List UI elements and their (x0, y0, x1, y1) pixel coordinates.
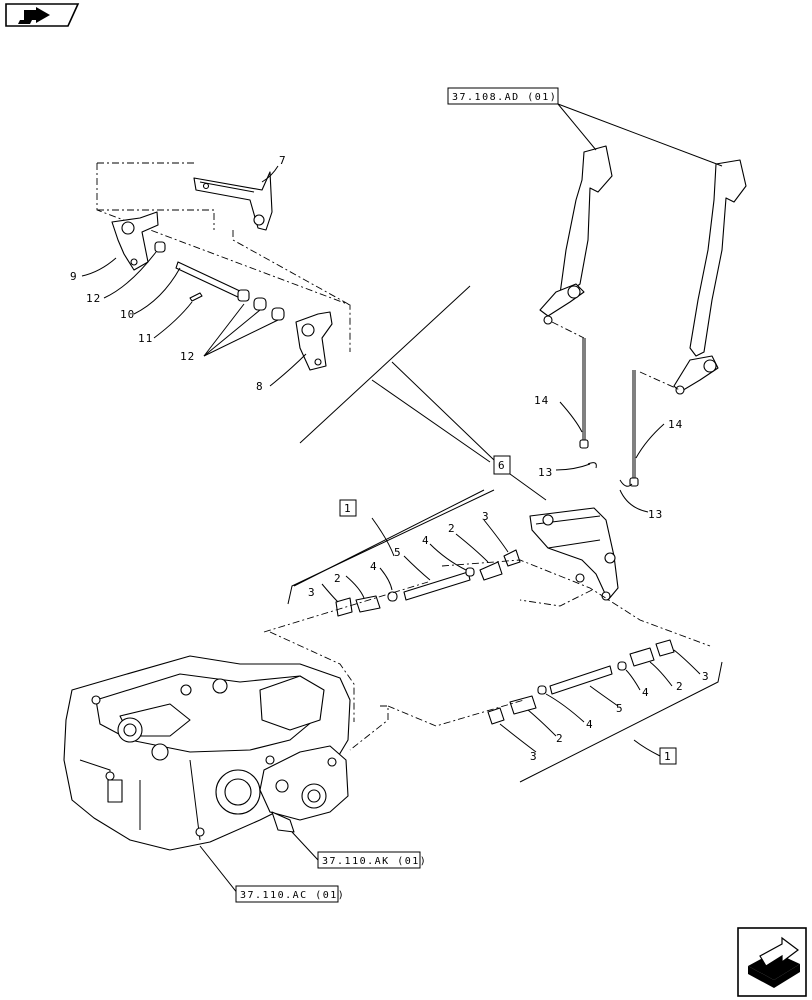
item-box-1-top: 1 (339, 499, 357, 517)
bushing (271, 307, 285, 321)
ref-box-valve[interactable]: 37.110.AK (01) (317, 851, 427, 869)
callout-9: 9 (70, 270, 78, 283)
item-box-6: 6 (493, 455, 511, 475)
callout-13b: 13 (648, 508, 663, 521)
ref-box-housing[interactable]: 37.110.AC (01) (235, 885, 345, 903)
svg-text:1: 1 (664, 750, 672, 763)
pedal-bracket (529, 507, 619, 601)
bushing (629, 647, 655, 667)
callout-14b: 14 (668, 418, 683, 431)
callout-numbers: 7 9 12 10 11 12 8 14 13 14 13 3 2 4 5 4 … (70, 154, 710, 763)
callout-14a: 14 (534, 394, 549, 407)
bushing (237, 289, 250, 302)
callout-4c: 4 (586, 718, 594, 731)
callout-2c: 2 (556, 732, 564, 745)
bushing (479, 561, 503, 581)
callout-2d: 2 (676, 680, 684, 693)
callout-11: 11 (138, 332, 153, 345)
callout-leaders (81, 165, 701, 757)
svg-text:37.108.AD (01): 37.108.AD (01) (452, 92, 557, 103)
shaft-group-left (335, 549, 521, 617)
callout-3b: 3 (482, 510, 490, 523)
callout-2a: 2 (334, 572, 342, 585)
callout-3a: 3 (308, 586, 316, 599)
bracket-assembly (96, 162, 351, 371)
shaft-group-right (487, 639, 675, 725)
washer (537, 685, 547, 695)
callout-2b: 2 (448, 522, 456, 535)
callout-4a: 4 (370, 560, 378, 573)
bushing (154, 241, 166, 253)
shaft (549, 665, 613, 695)
transmission-housing (63, 631, 389, 851)
shaft (175, 261, 243, 299)
brake-pedal-right (673, 159, 747, 395)
sleeve (503, 549, 521, 567)
sleeve (655, 639, 675, 657)
next-page-icon[interactable] (737, 927, 807, 997)
brake-pedal-left (539, 145, 613, 325)
valve-body (259, 745, 349, 833)
support-bracket (193, 171, 273, 231)
callout-3d: 3 (702, 670, 710, 683)
svg-text:6: 6 (498, 459, 506, 472)
shaft (403, 571, 471, 601)
retaining-clip (619, 479, 633, 487)
callout-5b: 5 (616, 702, 624, 715)
callout-7: 7 (279, 154, 287, 167)
retaining-clip (587, 462, 597, 469)
callout-10: 10 (120, 308, 135, 321)
lever-right (295, 311, 333, 371)
callout-3c: 3 (530, 750, 538, 763)
callout-12: 12 (86, 292, 101, 305)
callout-4b: 4 (422, 534, 430, 547)
item-box-1-bottom: 1 (659, 747, 677, 765)
washer (617, 661, 627, 671)
callout-12b: 12 (180, 350, 195, 363)
bushing (509, 695, 537, 715)
pin (189, 292, 203, 302)
arrow-right-icon[interactable] (5, 3, 80, 27)
svg-text:37.110.AK (01): 37.110.AK (01) (322, 856, 427, 867)
svg-text:1: 1 (344, 502, 352, 515)
washer (387, 591, 398, 602)
bushing (355, 595, 381, 613)
ref-box-levers[interactable]: 37.108.AD (01) (447, 87, 559, 105)
callout-13a: 13 (538, 466, 553, 479)
lever-left (111, 211, 159, 271)
callout-8: 8 (256, 380, 264, 393)
callout-5a: 5 (394, 546, 402, 559)
washer (465, 567, 475, 577)
bushing (253, 297, 267, 311)
sleeve (487, 707, 505, 725)
sleeve (335, 597, 353, 617)
callout-4d: 4 (642, 686, 650, 699)
pedal-assembly (539, 145, 747, 487)
svg-text:37.110.AC (01): 37.110.AC (01) (240, 890, 345, 901)
